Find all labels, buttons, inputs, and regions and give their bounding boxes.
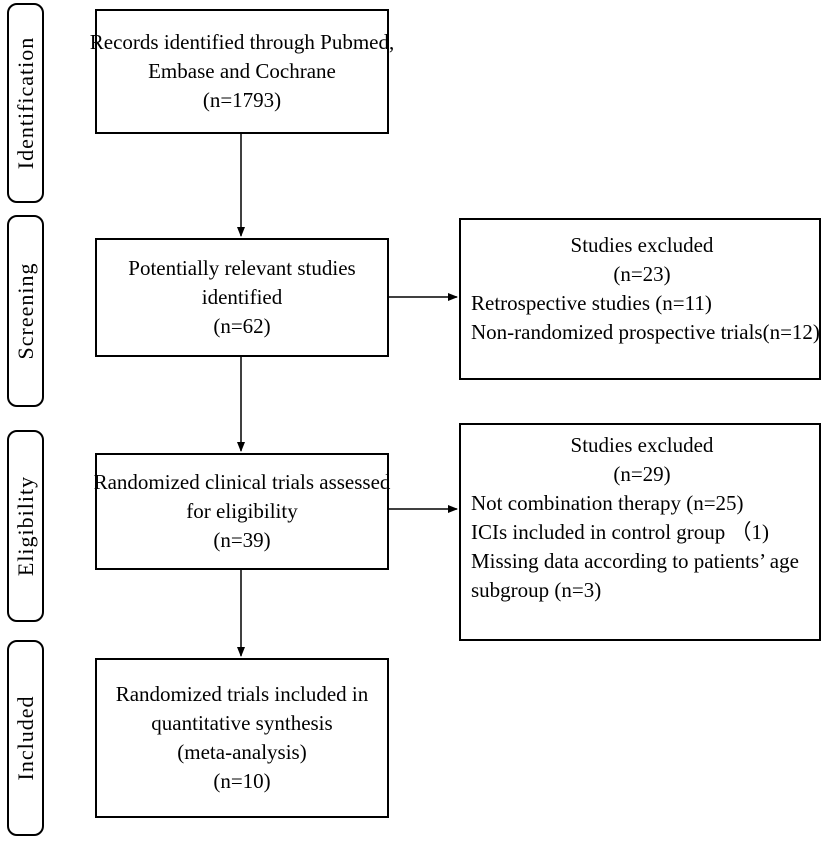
screening-exclusion-box: Studies excluded (n=23) Retrospective st… bbox=[459, 218, 821, 380]
rct-line1: Randomized clinical trials assessed bbox=[93, 470, 391, 494]
phase-identification: Identification bbox=[7, 3, 44, 203]
eligibility-excluded-title: Studies excluded bbox=[570, 433, 714, 457]
eligibility-excluded-reason: ICIs included in control group （1) bbox=[471, 520, 770, 544]
phase-screening: Screening bbox=[7, 215, 44, 407]
screening-excluded-count: (n=23) bbox=[613, 262, 671, 286]
rct-eligibility-box: Randomized clinical trials assessed for … bbox=[93, 453, 391, 570]
eligibility-excluded-reason: Not combination therapy (n=25) bbox=[471, 491, 744, 515]
included-trials-box: Randomized trials included in quantitati… bbox=[95, 658, 389, 818]
included-line3: (meta-analysis) bbox=[177, 740, 307, 764]
relevant-line1: Potentially relevant studies bbox=[128, 256, 356, 280]
eligibility-excluded-count: (n=29) bbox=[613, 462, 671, 486]
records-identified-box: Records identified through Pubmed, Embas… bbox=[90, 9, 394, 134]
rct-line2: for eligibility bbox=[186, 499, 298, 523]
included-count: (n=10) bbox=[213, 769, 271, 793]
phase-included: Included bbox=[7, 640, 44, 836]
phase-eligibility: Eligibility bbox=[7, 430, 44, 622]
records-count: (n=1793) bbox=[202, 88, 282, 112]
included-line2: quantitative synthesis bbox=[151, 711, 333, 735]
relevant-line2: identified bbox=[201, 285, 283, 309]
relevant-count: (n=62) bbox=[213, 314, 271, 338]
relevant-studies-box: Potentially relevant studies identified … bbox=[95, 238, 389, 357]
rct-count: (n=39) bbox=[213, 528, 271, 552]
eligibility-excluded-reason: Missing data according to patients’ age bbox=[471, 549, 799, 573]
screening-excluded-reason: Retrospective studies (n=11) bbox=[471, 291, 712, 315]
records-line2: Embase and Cochrane bbox=[148, 59, 336, 83]
screening-excluded-title: Studies excluded bbox=[570, 233, 714, 257]
eligibility-excluded-reason: subgroup (n=3) bbox=[471, 578, 602, 602]
eligibility-exclusion-box: Studies excluded (n=29) Not combination … bbox=[459, 423, 821, 641]
records-line1: Records identified through Pubmed, bbox=[89, 30, 395, 54]
screening-excluded-reason: Non-randomized prospective trials(n=12) bbox=[471, 320, 820, 344]
included-line1: Randomized trials included in bbox=[115, 682, 369, 706]
